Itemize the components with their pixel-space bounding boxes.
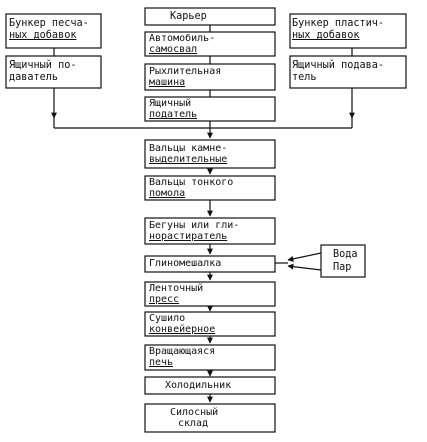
step-dryer-label-2: конвейерное bbox=[149, 324, 216, 335]
step-truck-label-2: самосвал bbox=[149, 44, 198, 55]
left-bunker-label-2: ных добавок bbox=[9, 30, 77, 41]
step-stone-label-2: выделительные bbox=[149, 154, 228, 165]
step-kiln-label-1: Вращающаяся bbox=[149, 346, 216, 357]
step-fine-label-2: помола bbox=[149, 188, 186, 199]
right-feeder-label-2: тель bbox=[292, 72, 317, 83]
left-feeder-label-1: Ящичный по- bbox=[9, 60, 77, 71]
step-mixer-label: Глиномешалка bbox=[149, 258, 222, 269]
input-water-label: Вода bbox=[333, 249, 358, 260]
right-feeder-box bbox=[289, 55, 407, 89]
right-bunker-box bbox=[289, 13, 407, 49]
right-feeder-label-1: Ящичный подава- bbox=[292, 60, 385, 71]
step-kariery-label: Карьер bbox=[170, 11, 207, 22]
step-truck-label-1: Автомобиль- bbox=[149, 33, 216, 44]
box-silo bbox=[144, 403, 276, 433]
right-bunker-label-2: ных добавок bbox=[292, 30, 360, 41]
input-steam-label: Пар bbox=[333, 262, 352, 273]
step-fine-label-1: Вальцы тонкого bbox=[149, 177, 234, 188]
right-bunker-label-1: Бункер пластич- bbox=[292, 18, 385, 29]
step-runner-label-2: норастиратель bbox=[149, 231, 228, 242]
left-bunker-label-1: Бункер песча- bbox=[9, 18, 89, 29]
arrow-steam-to-mixer bbox=[287, 263, 322, 271]
step-feeder-label-1: Ящичный bbox=[149, 98, 192, 109]
step-press-label-1: Ленточный bbox=[149, 283, 204, 294]
step-press-label-2: пресс bbox=[149, 294, 180, 305]
left-feeder-label-2: даватель bbox=[9, 72, 59, 83]
arrow-water-to-mixer bbox=[287, 252, 322, 262]
box-kariery bbox=[144, 7, 276, 26]
step-dryer-label-1: Сушило bbox=[149, 313, 186, 324]
step-runner-label-1: Бегуны или гли- bbox=[149, 220, 240, 231]
step-kiln-label-2: печь bbox=[149, 357, 174, 368]
step-silo-label-2: склад bbox=[178, 418, 209, 429]
box-water-steam bbox=[320, 244, 366, 278]
step-feeder-label-2: податель bbox=[149, 109, 198, 120]
step-cooler-label: Холодильник bbox=[165, 380, 232, 391]
step-loosen-label-2: машина bbox=[149, 77, 186, 88]
step-stone-label-1: Вальцы камне- bbox=[149, 143, 228, 154]
step-silo-label-1: Силосный bbox=[170, 407, 219, 418]
step-loosen-label-1: Рыхлительная bbox=[149, 66, 222, 77]
